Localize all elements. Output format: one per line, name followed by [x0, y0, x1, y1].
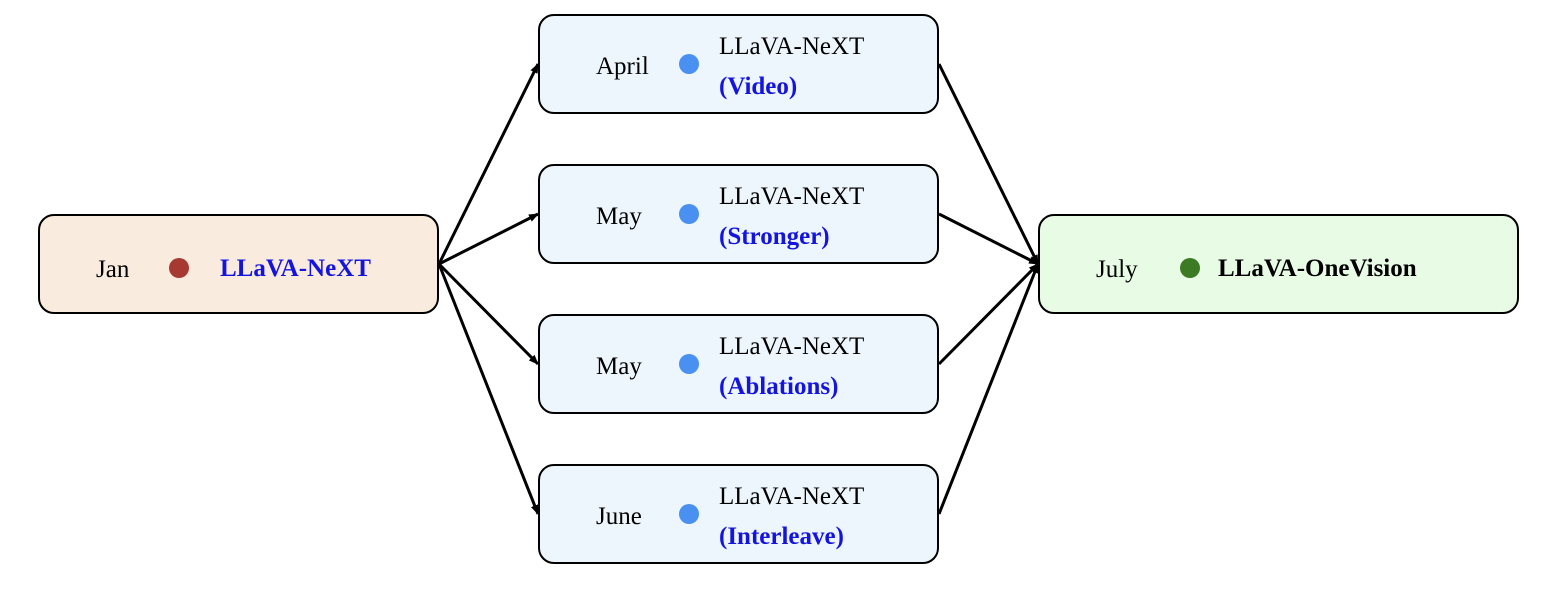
node-date: July — [1096, 256, 1138, 283]
node-date: Jan — [96, 256, 130, 283]
node-base-name: LLaVA-NeXT — [719, 183, 865, 210]
red-dot-icon — [169, 258, 189, 278]
node-june: June LLaVA-NeXT (Interleave) — [538, 464, 939, 564]
edge-june-to-july — [937, 263, 1040, 515]
node-base-name: LLaVA-NeXT — [719, 333, 865, 360]
node-date: April — [596, 53, 649, 80]
blue-dot-icon — [679, 54, 699, 74]
node-name: LLaVA-NeXT — [220, 255, 371, 282]
node-jan: Jan LLaVA-NeXT — [38, 214, 439, 314]
node-base-name: LLaVA-NeXT — [719, 483, 865, 510]
node-date: May — [596, 353, 642, 380]
blue-dot-icon — [679, 354, 699, 374]
node-variant-name: (Stronger) — [719, 223, 830, 250]
node-may-stronger: May LLaVA-NeXT (Stronger) — [538, 164, 939, 264]
edge-may-ablations-to-july — [937, 262, 1040, 366]
edge-jan-to-may-stronger — [438, 212, 539, 266]
node-base-name: LLaVA-NeXT — [719, 33, 865, 60]
node-variant-name: (Interleave) — [719, 523, 844, 550]
edge-jan-to-may-ablations — [437, 262, 540, 366]
node-date: May — [596, 203, 642, 230]
node-name: LLaVA-OneVision — [1218, 255, 1417, 282]
green-dot-icon — [1180, 258, 1200, 278]
blue-dot-icon — [679, 504, 699, 524]
node-july: July LLaVA-OneVision — [1038, 214, 1519, 314]
edge-april-to-july — [937, 63, 1040, 265]
edge-jan-to-june — [437, 263, 540, 515]
node-april: April LLaVA-NeXT (Video) — [538, 14, 939, 114]
node-variant-name: (Ablations) — [719, 373, 839, 400]
node-may-ablations: May LLaVA-NeXT (Ablations) — [538, 314, 939, 414]
edge-may-stronger-to-july — [938, 212, 1039, 266]
blue-dot-icon — [679, 204, 699, 224]
node-date: June — [596, 503, 642, 530]
edge-jan-to-april — [437, 63, 540, 265]
node-variant-name: (Video) — [719, 73, 798, 100]
